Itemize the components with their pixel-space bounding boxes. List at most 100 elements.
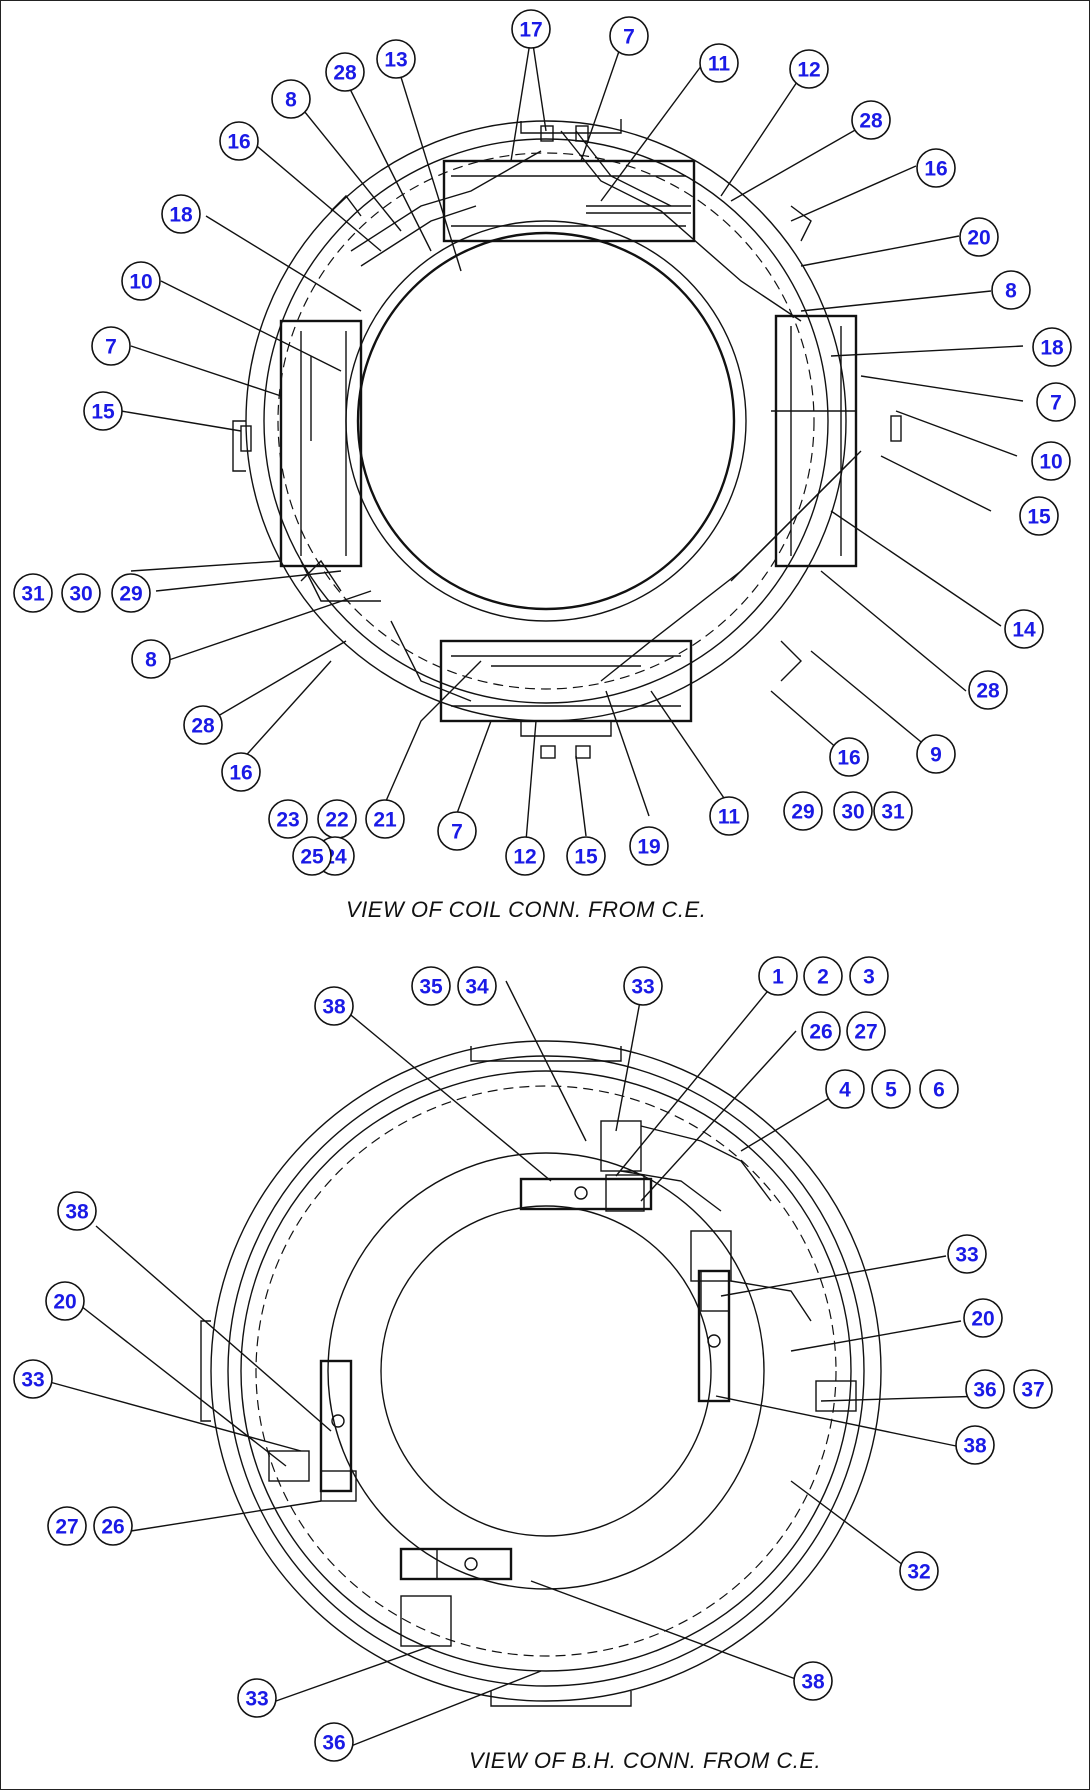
- callout-number: 38: [322, 996, 346, 1019]
- callout-number: 23: [276, 809, 299, 832]
- callout-bubble-21: 21: [365, 799, 405, 839]
- callout-number: 15: [1027, 506, 1051, 529]
- callout-bubble-38: 38: [57, 1191, 97, 1231]
- callout-number: 16: [924, 158, 947, 181]
- callout-number: 33: [21, 1369, 44, 1392]
- callout-bubble-3: 3: [849, 956, 889, 996]
- callout-bubble-28: 28: [851, 100, 891, 140]
- callout-bubble-14: 14: [1004, 609, 1044, 649]
- callout-number: 29: [791, 801, 814, 824]
- callout-bubble-28: 28: [325, 52, 365, 92]
- callout-bubble-31: 31: [873, 791, 913, 831]
- callout-number: 29: [119, 583, 142, 606]
- callout-number: 25: [300, 846, 324, 869]
- callout-number: 31: [881, 801, 905, 824]
- callout-bubble-16: 16: [221, 752, 261, 792]
- callout-bubble-7: 7: [437, 811, 477, 851]
- coil-connection-view: [120, 30, 1024, 842]
- callout-number: 37: [1021, 1379, 1044, 1402]
- callout-bubble-7: 7: [1036, 382, 1076, 422]
- callout-number: 10: [129, 271, 152, 294]
- callout-number: 15: [91, 401, 115, 424]
- callout-number: 30: [841, 801, 864, 824]
- callout-bubble-7: 7: [91, 326, 131, 366]
- callout-number: 27: [55, 1516, 78, 1539]
- callout-bubble-10: 10: [1031, 441, 1071, 481]
- callout-number: 26: [809, 1021, 832, 1044]
- callout-bubble-37: 37: [1013, 1369, 1053, 1409]
- callout-number: 27: [854, 1021, 877, 1044]
- callout-number: 20: [53, 1291, 76, 1314]
- callout-bubble-16: 16: [916, 148, 956, 188]
- callout-bubble-8: 8: [271, 79, 311, 119]
- callout-bubble-11: 11: [699, 43, 739, 83]
- callout-bubble-27: 27: [846, 1011, 886, 1051]
- callout-bubble-20: 20: [963, 1298, 1003, 1338]
- callout-number: 16: [227, 131, 250, 154]
- callout-bubble-22: 22: [317, 799, 357, 839]
- callout-bubble-5: 5: [871, 1069, 911, 1109]
- callout-bubble-20: 20: [45, 1281, 85, 1321]
- callout-number: 28: [333, 62, 357, 85]
- bh-connection-view: [45, 980, 987, 1747]
- callout-bubble-7: 7: [609, 16, 649, 56]
- callout-number: 5: [885, 1079, 897, 1102]
- callout-number: 33: [245, 1688, 268, 1711]
- callout-number: 22: [325, 809, 348, 832]
- callout-number: 9: [930, 744, 942, 767]
- callout-bubble-4: 4: [825, 1069, 865, 1109]
- callout-number: 14: [1012, 619, 1036, 642]
- callout-bubble-1: 1: [758, 956, 798, 996]
- callout-bubble-16: 16: [829, 737, 869, 777]
- callout-bubble-12: 12: [789, 49, 829, 89]
- callout-number: 6: [933, 1079, 945, 1102]
- callout-number: 10: [1039, 451, 1062, 474]
- callout-number: 8: [1005, 280, 1017, 303]
- callout-number: 17: [519, 19, 542, 42]
- callout-bubble-38: 38: [793, 1661, 833, 1701]
- callout-bubble-15: 15: [566, 836, 606, 876]
- callout-number: 30: [69, 583, 92, 606]
- callout-bubble-23: 23: [268, 799, 308, 839]
- callout-number: 32: [907, 1561, 930, 1584]
- callout-bubble-35: 35: [411, 966, 451, 1006]
- callout-bubble-27: 27: [47, 1506, 87, 1546]
- callout-number: 28: [976, 680, 1000, 703]
- callout-bubble-18: 18: [161, 194, 201, 234]
- callout-number: 2: [817, 966, 829, 989]
- callout-number: 36: [322, 1732, 345, 1755]
- callout-number: 12: [513, 846, 536, 869]
- callout-bubble-33: 33: [237, 1678, 277, 1718]
- callout-number: 1: [772, 966, 784, 989]
- callout-number: 8: [145, 649, 157, 672]
- callout-number: 4: [839, 1079, 851, 1102]
- callout-number: 28: [191, 715, 215, 738]
- callout-number: 20: [971, 1308, 994, 1331]
- callout-number: 3: [863, 966, 875, 989]
- callout-number: 38: [65, 1201, 89, 1224]
- callout-number: 19: [637, 836, 660, 859]
- callout-bubble-34: 34: [457, 966, 497, 1006]
- callout-bubble-32: 32: [899, 1551, 939, 1591]
- callout-bubble-29: 29: [783, 791, 823, 831]
- callout-number: 35: [419, 976, 443, 999]
- callout-number: 33: [955, 1244, 978, 1267]
- callout-bubble-2: 2: [803, 956, 843, 996]
- callout-bubble-11: 11: [709, 796, 749, 836]
- callout-bubble-30: 30: [833, 791, 873, 831]
- caption-coil-view: VIEW OF COIL CONN. FROM C.E.: [346, 897, 707, 922]
- callout-number: 18: [169, 204, 193, 227]
- callout-bubble-16: 16: [219, 121, 259, 161]
- callout-number: 18: [1040, 337, 1064, 360]
- callout-bubble-38: 38: [314, 986, 354, 1026]
- callout-number: 12: [797, 59, 820, 82]
- callout-number: 16: [229, 762, 252, 785]
- callout-bubble-6: 6: [919, 1069, 959, 1109]
- callout-bubble-36: 36: [314, 1722, 354, 1762]
- callout-bubble-17: 17: [511, 9, 551, 49]
- callout-bubble-8: 8: [131, 639, 171, 679]
- callout-bubble-12: 12: [505, 836, 545, 876]
